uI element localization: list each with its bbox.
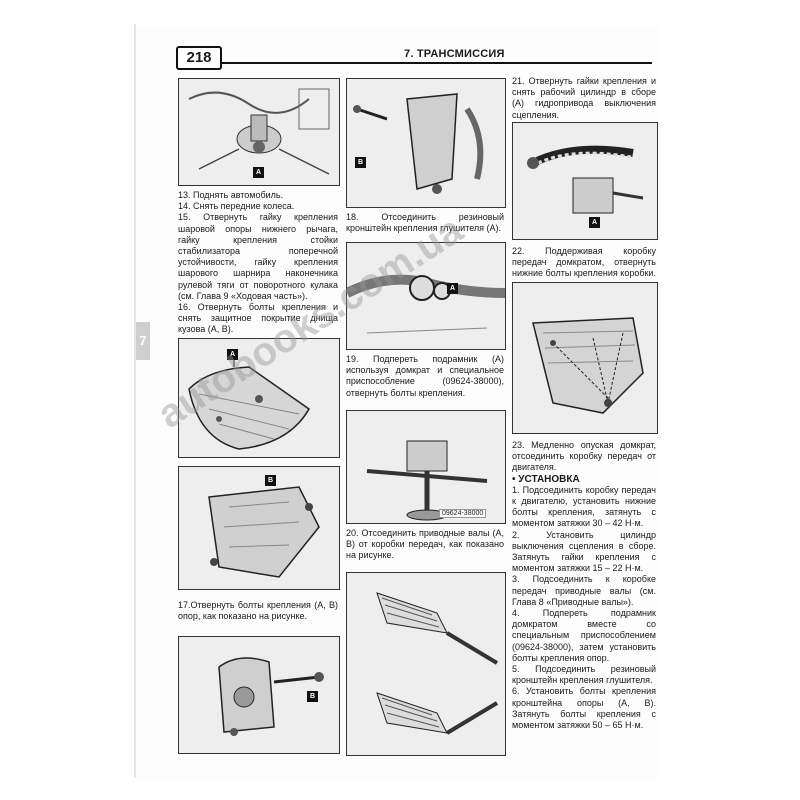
- step-20: 20. Отсоединить приводные валы (A, B) от…: [346, 528, 504, 561]
- step-16: 16. Отвернуть болты крепления и снять за…: [178, 302, 338, 335]
- figure-underbody-cover-b: B: [178, 466, 340, 590]
- special-tool-drawing: [347, 411, 505, 523]
- underbody-cover-a-drawing: [179, 339, 339, 457]
- step-13: 13. Поднять автомобиль.: [178, 190, 284, 200]
- page-number: 218: [176, 46, 222, 70]
- step-23: 23. Медленно опуская домкрат, отсоединит…: [512, 440, 656, 473]
- step-15: 15. Отвернуть гайку крепления шаровой оп…: [178, 212, 338, 301]
- callout-a: A: [227, 349, 238, 360]
- install-step-1: 1. Подсоединить коробку передач к двигат…: [512, 484, 656, 529]
- step-17: 17.Отвернуть болты крепления (A, B) опор…: [178, 600, 338, 622]
- gearbox-bolts-drawing: [513, 283, 657, 433]
- tool-code-label: 09624-38000: [439, 509, 487, 518]
- chapter-side-tab: 7: [136, 322, 150, 360]
- chapter-title: 7. ТРАНСМИССИЯ: [404, 48, 505, 60]
- drive-shafts-drawing: [347, 573, 505, 755]
- install-step-2: 2. Установить цилиндр выключения сцеплен…: [512, 529, 656, 574]
- steps-23-and-install: 23. Медленно опуская домкрат, отсоединит…: [512, 440, 656, 731]
- figure-gearbox-bolts: [512, 282, 658, 434]
- step-19: 19. Подпереть подрамник (A) используя до…: [346, 354, 504, 398]
- callout-a: A: [447, 283, 458, 294]
- figure-special-tool: 09624-38000: [346, 410, 506, 524]
- install-step-6: 6. Установить болты крепления кронштейна…: [512, 686, 656, 731]
- callout-a: A: [589, 217, 600, 228]
- header-rule: [222, 62, 652, 64]
- underbody-cover-b-drawing: [179, 467, 339, 589]
- figure-drive-shafts: [346, 572, 506, 756]
- steps-13-16: 13. Поднять автомобиль. 14. Снять передн…: [178, 190, 338, 336]
- figure-mount-bracket: B: [178, 636, 340, 754]
- figure-clutch-cylinder: A: [512, 122, 658, 240]
- figure-subframe-bracket: B: [346, 78, 506, 208]
- page-header: 218 7. ТРАНСМИССИЯ: [176, 42, 660, 70]
- callout-b: B: [355, 157, 366, 168]
- step-22: 22. Поддерживая коробку передач домкрато…: [512, 246, 656, 279]
- callout-a: A: [253, 167, 264, 178]
- install-step-3: 3. Подсоединить к коробке передач привод…: [512, 574, 656, 607]
- figure-underbody-cover-a: A: [178, 338, 340, 458]
- install-step-4: 4. Подпереть подрамник домкратом вместе …: [512, 608, 656, 663]
- figure-muffler-hanger: A: [346, 242, 506, 350]
- page-edge-shadow: [134, 24, 136, 778]
- step-14: 14. Снять передние колеса.: [178, 201, 295, 212]
- callout-b: B: [265, 475, 276, 486]
- clutch-cylinder-drawing: [513, 123, 657, 239]
- install-section-title: • УСТАНОВКА: [512, 473, 580, 485]
- install-step-5: 5. Подсоединить резиновый кронштейн креп…: [512, 664, 656, 686]
- subframe-bracket-drawing: [347, 79, 505, 207]
- step-21: 21. Отвернуть гайки крепления и снять ра…: [512, 76, 656, 120]
- figure-ball-joint: A: [178, 78, 340, 186]
- step-18: 18. Отсоединить резиновый кронштейн креп…: [346, 212, 504, 234]
- callout-b: B: [307, 691, 318, 702]
- muffler-hanger-drawing: [347, 243, 505, 349]
